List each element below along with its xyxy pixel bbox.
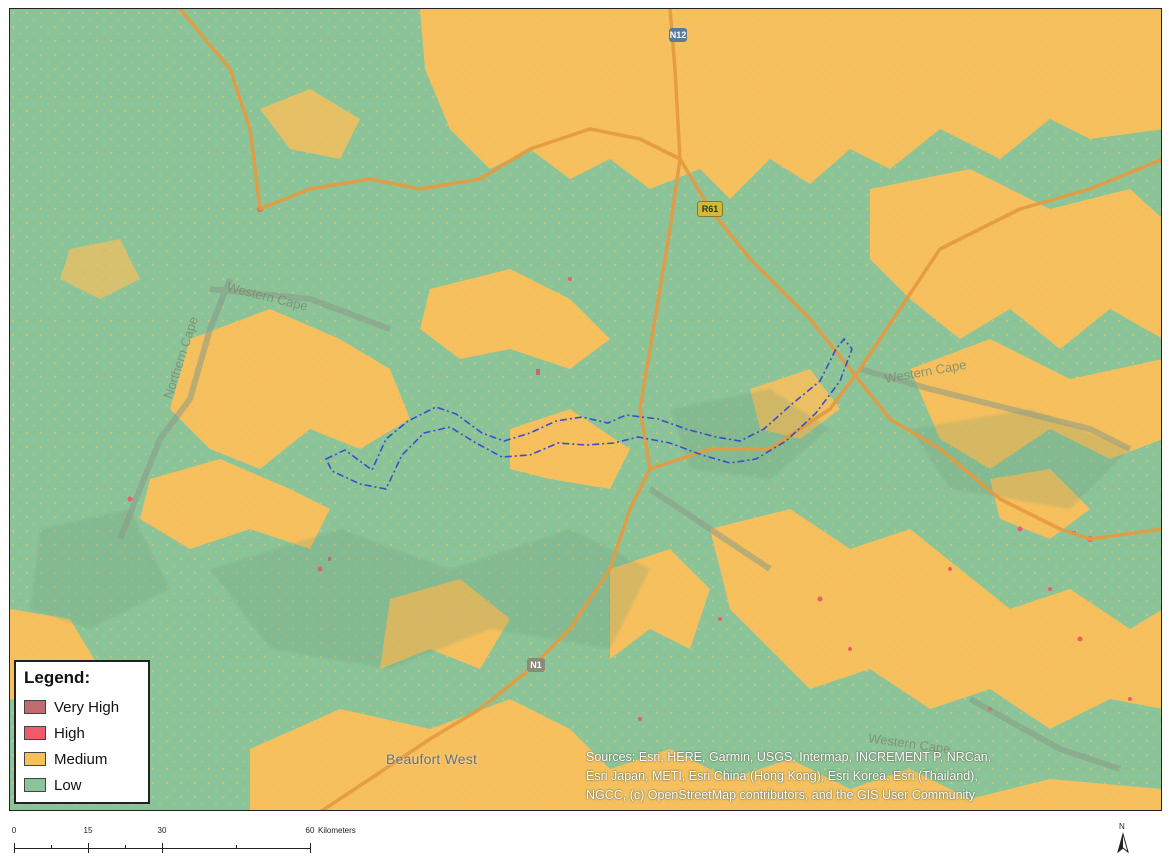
legend-swatch xyxy=(24,752,46,766)
road-shield-r61: R61 xyxy=(697,201,723,217)
terrain-shading xyxy=(30,389,1130,669)
map-legend: Legend: Very High High Medium Low xyxy=(14,660,150,804)
legend-label: High xyxy=(54,724,85,742)
scale-tick-label: 0 xyxy=(11,826,17,835)
scale-units: Kilometers xyxy=(318,826,356,835)
legend-item-high: High xyxy=(24,720,140,746)
scale-tick xyxy=(88,843,89,853)
road-n1 xyxy=(319,367,862,810)
legend-swatch xyxy=(24,778,46,792)
north-arrow-icon xyxy=(1117,832,1129,854)
scale-tick xyxy=(14,843,15,853)
scale-tick-label: 15 xyxy=(83,826,93,835)
scale-tick xyxy=(51,845,52,849)
road-mid xyxy=(638,157,682,471)
legend-swatch xyxy=(24,726,46,740)
north-label: N xyxy=(1119,822,1125,831)
north-arrow: N xyxy=(1114,822,1132,856)
scale-tick xyxy=(310,843,311,853)
attribution-line-2: Esri Japan, METI, Esri China (Hong Kong)… xyxy=(586,769,978,783)
legend-item-low: Low xyxy=(24,772,140,798)
road-shield-top: N12 xyxy=(669,28,687,42)
road-shield-n1: N1 xyxy=(527,658,545,672)
road-r61 xyxy=(858,157,1161,371)
place-beaufort-west: Beaufort West xyxy=(386,751,478,767)
study-corridor xyxy=(324,337,853,490)
attribution-line-1: Sources: Esri, HERE, Garmin, USGS, Inter… xyxy=(586,750,992,764)
legend-label: Medium xyxy=(54,750,108,768)
scale-tick xyxy=(236,845,237,849)
legend-label: Low xyxy=(54,776,82,794)
map-view[interactable] xyxy=(9,8,1162,811)
legend-swatch xyxy=(24,700,46,714)
scale-tick xyxy=(125,845,126,849)
legend-item-medium: Medium xyxy=(24,746,140,772)
map-attribution: Sources: Esri, HERE, Garmin, USGS, Inter… xyxy=(586,748,1146,805)
scale-tick xyxy=(162,843,163,853)
scale-tick-label: 30 xyxy=(157,826,167,835)
legend-title: Legend: xyxy=(24,668,91,687)
legend-label: Very High xyxy=(54,698,120,716)
legend-item-very-high: Very High xyxy=(24,694,140,720)
map-canvas xyxy=(10,9,1161,810)
scale-bar: 0 15 30 60 Kilometers xyxy=(11,826,384,856)
scale-tick-label: 60 xyxy=(305,826,315,835)
road-north-west xyxy=(178,9,682,211)
province-borders xyxy=(117,277,1132,772)
roads xyxy=(178,9,1161,810)
attribution-line-3: NGCC, (c) OpenStreetMap contributors, an… xyxy=(586,788,976,802)
